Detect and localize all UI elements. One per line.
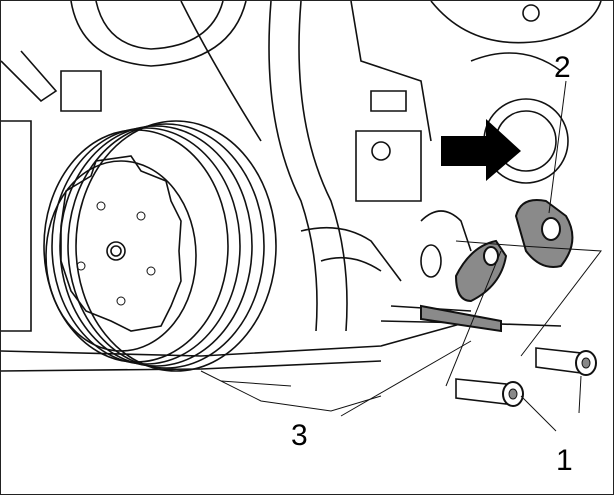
- engine-block-lines: [1, 1, 602, 412]
- callout-2: 2: [554, 51, 571, 84]
- bracket-part: [420, 199, 574, 333]
- callout-1: 1: [556, 444, 573, 477]
- leader-lines: [340, 80, 602, 432]
- direction-arrow: [441, 119, 521, 181]
- compressor-pulley: [43, 120, 277, 372]
- mounting-bolts: [455, 347, 597, 407]
- callout-3: 3: [291, 419, 308, 452]
